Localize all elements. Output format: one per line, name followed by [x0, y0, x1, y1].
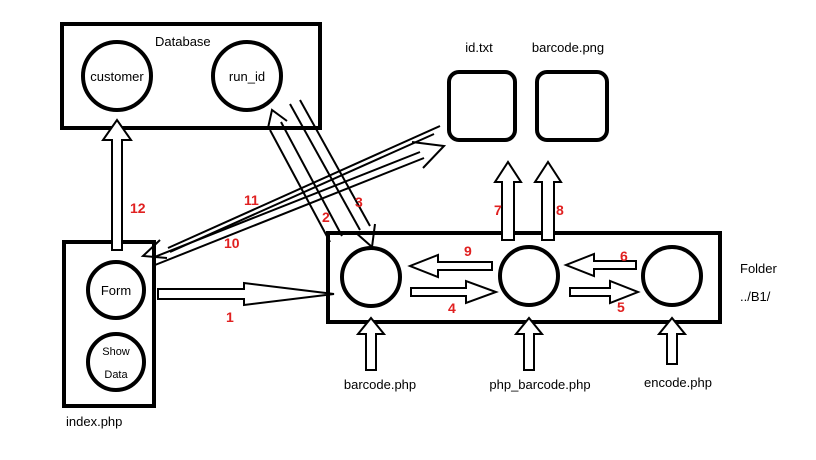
step-11: 11 [244, 192, 259, 208]
encode-php-node [641, 245, 703, 307]
database-box [60, 22, 322, 130]
step-10: 10 [224, 235, 240, 251]
arrow-barcode-php-to-run-id [280, 121, 343, 237]
step-7: 7 [494, 202, 502, 218]
step-6: 6 [620, 248, 628, 264]
arrow-barcode-php-to-run-id-edge [269, 129, 331, 243]
arrow-10-head [411, 141, 447, 169]
barcode-php-input-arrow [355, 316, 387, 371]
index-php-label: index.php [66, 414, 122, 429]
arrow-2-head [267, 108, 288, 129]
arrow-php-barcode-to-barcode-php [407, 253, 493, 279]
step-5: 5 [617, 299, 625, 315]
step-3: 3 [355, 194, 363, 210]
arrow-php-barcode-to-id-txt [493, 160, 523, 241]
arrow-id-txt-to-form-edge [169, 133, 435, 253]
arrow-run-id-to-barcode-php [289, 103, 361, 231]
show-data-node [86, 332, 146, 392]
arrow-form-to-id-txt [151, 151, 421, 259]
arrow-php-barcode-to-encode [569, 279, 641, 305]
form-node [86, 260, 146, 320]
barcode-png-label: barcode.png [532, 40, 604, 55]
run-id-node [211, 40, 283, 112]
arrow-barcode-php-to-php-barcode [410, 279, 499, 305]
folder-path-label: ../B1/ [740, 289, 771, 304]
arrow-form-to-customer [101, 118, 133, 251]
step-8: 8 [556, 202, 564, 218]
arrow-11-head [140, 239, 168, 259]
encode-php-label: encode.php [644, 375, 712, 390]
step-2: 2 [322, 209, 330, 225]
folder-label: Folder [740, 261, 778, 276]
barcode-php-node [340, 246, 402, 308]
index-php-box [62, 240, 156, 408]
arrow-encode-to-php-barcode [563, 252, 637, 278]
customer-label: customer [90, 69, 144, 84]
php-barcode-php-label: php_barcode.php [489, 377, 590, 392]
id-txt-label: id.txt [465, 40, 493, 55]
run-id-label: run_id [229, 69, 265, 84]
arrow-form-to-id-txt-edge [154, 157, 425, 266]
step-4: 4 [448, 300, 456, 316]
step-12: 12 [130, 200, 146, 216]
arrow-id-txt-to-form [167, 125, 441, 249]
form-label: Form [101, 283, 131, 298]
barcode-png-file [535, 70, 609, 142]
show-data-label-line2: Data [104, 369, 128, 381]
show-data-label-line1: Show [102, 346, 130, 358]
step-9: 9 [464, 243, 472, 259]
arrow-run-id-to-barcode-php-edge [299, 99, 371, 227]
folder-box [326, 231, 722, 324]
database-label: Database [155, 34, 211, 49]
barcode-php-label: barcode.php [344, 377, 416, 392]
step-1: 1 [226, 309, 234, 325]
customer-node [81, 40, 153, 112]
arrow-php-barcode-to-barcode-png [533, 160, 563, 241]
arrow-form-to-barcode-php [157, 281, 335, 307]
arrow-3-head [354, 223, 376, 249]
id-txt-file [447, 70, 517, 142]
php-barcode-php-node [498, 245, 560, 307]
encode-php-input-arrow [656, 316, 688, 365]
php-barcode-php-input-arrow [513, 316, 545, 371]
